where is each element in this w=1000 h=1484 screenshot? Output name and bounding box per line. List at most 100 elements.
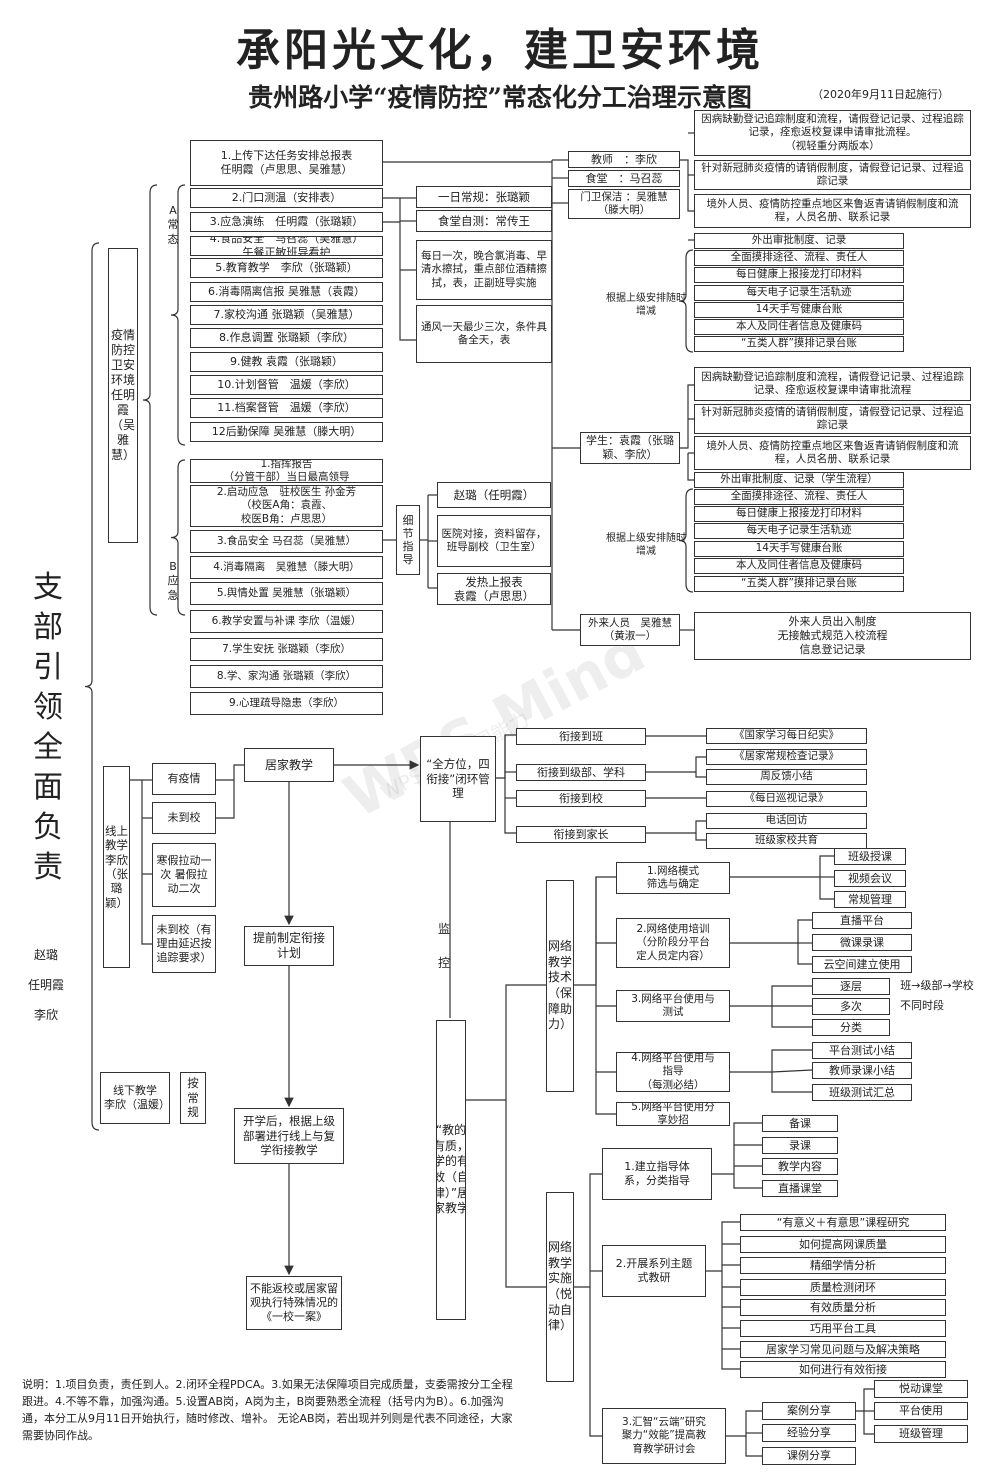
impl-s3-3: 课例分享 — [762, 1447, 856, 1465]
a-label: A常态 — [167, 204, 179, 246]
tech-spine — [574, 876, 616, 986]
right-mid-1: 因病缺勤登记追踪制度和流程，请假登记记录、过程追踪记录、痊愈返校复课申请审批流程 — [694, 367, 971, 401]
notes: 说明：1.项目负责，责任到人。2.闭环全程PDCA。3.如果无法保障项目完成质量… — [22, 1378, 513, 1442]
state-to-home — [216, 764, 244, 781]
state-3: 寒假拉动一次 暑假拉动二次 — [152, 843, 216, 907]
b-item-1: 1.指挥报告 （分管干部）当日最高领导 — [190, 459, 383, 483]
epidemic-label: 疫情防控卫安环境 任明霞（吴雅慧） — [108, 248, 138, 543]
b-item-9: 9.心理疏导隐患（李欣） — [190, 692, 383, 715]
connect-detail-3: 周反馈小结 — [706, 769, 867, 785]
b-item-2: 2.启动应急 驻校医生 孙金芳 （校医A角：袁霞、 校医B角：卢思思） — [190, 485, 383, 527]
a-brace — [170, 184, 186, 446]
i1b — [733, 1174, 762, 1189]
s4b — [771, 1069, 813, 1073]
impl-s1-2: 录课 — [762, 1137, 838, 1154]
right-mid-list-3: 每日健康上报接龙打印材料 — [694, 506, 904, 522]
party-lead-label: 支部引领 全面负责 — [33, 570, 93, 885]
b-brace — [170, 459, 186, 616]
home-teaching: 居家教学 — [244, 748, 334, 782]
tech-s3-1: 逐层 — [812, 978, 890, 995]
quality-to-impl — [505, 1100, 546, 1288]
a-item-3: 3.应急演练 任明霞（张璐颖） — [190, 212, 383, 232]
quality-box: “教的有质，学的有效（自律）”居家教学 — [436, 1020, 466, 1320]
tech-s1-3: 常规管理 — [834, 891, 906, 908]
i3a — [726, 1410, 762, 1437]
tech-s3-note-1: 班→级部→学校 — [900, 979, 974, 992]
impl-s2-1: “有意义＋有意思”课程研究 — [740, 1214, 946, 1231]
s4a — [730, 1049, 812, 1073]
disinfect-box: 每日一次，晚合氯消毒、早清水擦拭，重点部位酒精擦拭，表，正副班导实施 — [416, 240, 552, 300]
b-item-6: 6.教学安置与补课 李欣（温媛） — [190, 610, 383, 633]
special-box: 不能返校或居家留观执行特殊情况的《一校一案》 — [246, 1276, 342, 1330]
s2a — [730, 919, 812, 944]
state-2: 未到校 — [152, 802, 216, 834]
right-mid-3: 境外人员、疫情防控重点地区来鲁返青请销假制度和流程，人员名册、联系记录 — [694, 436, 971, 470]
impl-s1-3: 教学内容 — [762, 1158, 838, 1175]
tech-s3-3: 分类 — [812, 1019, 890, 1036]
right-mid-list-7: “五类人群”摸排记录台账 — [694, 576, 904, 592]
rml0 — [687, 453, 694, 481]
i2a — [706, 1221, 740, 1272]
impl-spine — [574, 1173, 602, 1288]
after-box: 开学后，根据上级部署进行线上与复学衔接教学 — [234, 1108, 344, 1164]
i3ba — [856, 1388, 874, 1412]
tech-s1-1: 班级授课 — [834, 848, 906, 865]
a-item-1: 1.上传下达任务安排总报表 任明霞（卢思思、吴雅慧） — [190, 140, 383, 186]
connect-detail-2: 《居家常规检查记录》 — [706, 749, 867, 765]
tech-s4-1: 平台测试小结 — [812, 1042, 912, 1059]
a-item-2: 2.门口测温（安排表） — [190, 188, 383, 208]
monitor-label: 监 控 — [437, 922, 475, 970]
state-4: 未到校（有理由延迟按追踪要求） — [152, 915, 216, 973]
impl-s3b-1: 悦动课堂 — [874, 1380, 968, 1398]
a-item-7: 7.家校沟通 张璐颖（吴雅慧） — [190, 305, 383, 325]
a-to-mid — [383, 197, 416, 341]
right-top-1: 因病缺勤登记追踪制度和流程，请假登记记录、过程追踪记录，痊愈返校复课申请审批流程… — [694, 110, 971, 156]
role-canteen: 食堂 ：马召蕊 — [568, 170, 680, 187]
impl-s2-8: 如何进行有效衔接 — [740, 1361, 946, 1378]
offline-label: 线下教学 李欣（温媛） — [100, 1072, 170, 1124]
right-top-list-brace — [678, 249, 694, 353]
tech-s2-2: 微课录课 — [812, 934, 912, 951]
right-mid-list-brace — [678, 488, 694, 593]
right-mid-list-2: 全面摸排途径、流程、责任人 — [694, 489, 904, 505]
cd3 — [695, 772, 706, 778]
i3c — [745, 1436, 762, 1457]
impl-step-1: 1.建立指导体 系，分类指导 — [602, 1148, 712, 1200]
plan-box: 提前制定衔接计划 — [244, 926, 334, 966]
guide-item-3: 发热上报表 袁霞（卢思思） — [437, 573, 551, 605]
right-mid-list-label: 根据上级安排随时增减 — [606, 533, 686, 557]
tech-spine2 — [595, 877, 616, 1115]
connect-detail-1: 《国家学习每日纪实》 — [706, 728, 867, 744]
effective-date: （2020年9月11日起施行） — [812, 88, 949, 101]
tech-s3-note-2: 不同时段 — [900, 999, 944, 1012]
impl-s3-2: 经验分享 — [762, 1424, 856, 1442]
i1a — [712, 1122, 762, 1175]
s2c — [797, 943, 812, 965]
connect-detail-5: 电话回访 — [706, 813, 867, 829]
impl-label: 网络教学实施（悦动自律） — [546, 1192, 574, 1382]
role-gate: 门卫保洁 ：吴雅慧 （滕大明） — [568, 189, 680, 219]
impl-s3b-3: 班级管理 — [874, 1425, 968, 1443]
impl-step-2: 2.开展系列主题 式教研 — [602, 1245, 706, 1297]
tech-step-2: 2.网络使用培训 （分阶段分平台 定人员定内容） — [616, 918, 730, 968]
connect-4: 衔接到家长 — [516, 826, 646, 843]
impl-s3b-2: 平台使用 — [874, 1402, 968, 1420]
right-top-list-4: 每天电子记录生活轨迹 — [694, 285, 904, 301]
s4c — [771, 1072, 812, 1093]
student-to-right — [680, 384, 694, 449]
b-item-3: 3.食品安全 马召蕊（吴雅慧） — [190, 530, 383, 553]
s1a — [730, 855, 834, 878]
closed-loop: “全方位，四衔接”闭环管理 — [420, 736, 496, 822]
tech-s4-3: 班级测试汇总 — [812, 1084, 912, 1101]
tech-s1-2: 视频会议 — [834, 870, 906, 887]
a-item-8: 8.作息调置 张璐颖（李欣） — [190, 328, 383, 348]
b-item-7: 7.学生安抚 张璐颖（李欣） — [190, 638, 383, 661]
impl-s2-3: 精细学情分析 — [740, 1257, 946, 1274]
right-top-3: 境外人员、疫情防控重点地区来鲁返青请销假制度和流程，人员名册、联系记录 — [694, 194, 971, 228]
right-top-list-1: 外出审批制度、记录 — [694, 233, 904, 249]
main-brace — [84, 242, 100, 1131]
page-title: 承阳光文化，建卫安环境 — [236, 25, 764, 76]
quality-to-tech — [466, 984, 546, 1101]
cd6 — [695, 833, 706, 841]
impl-s3-1: 案例分享 — [762, 1402, 856, 1420]
